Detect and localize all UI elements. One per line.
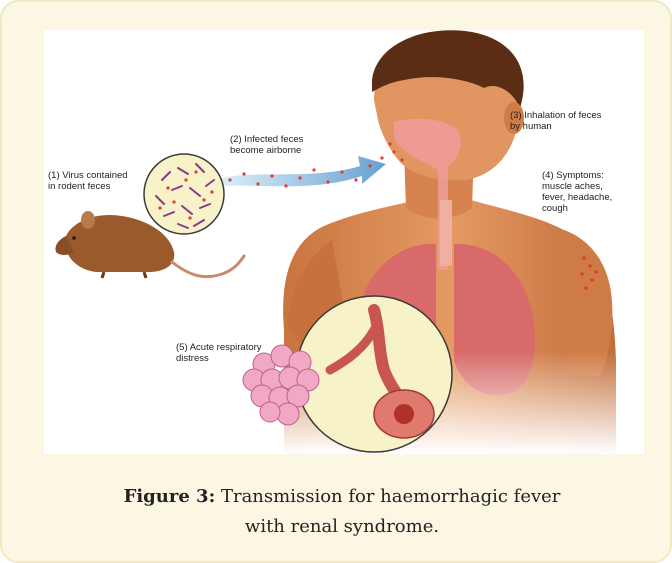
label-feces-airborne: (2) Infected feces become airborne (230, 134, 303, 156)
label-symptoms-heading: (4) Symptoms: (542, 170, 612, 181)
caption-line-1: Figure 3: Transmission for haemorrhagic … (62, 482, 622, 512)
rodent (55, 211, 244, 278)
caption-label: Figure 3: (124, 486, 216, 507)
transmission-illustration: (1) Virus contained in rodent feces (2) … (44, 30, 644, 454)
label-inhalation-line-1: (3) Inhalation of feces (510, 110, 601, 121)
virus-zoom-circle (144, 154, 224, 234)
trachea (440, 200, 452, 266)
label-symptoms-line-1: muscle aches, (542, 181, 612, 192)
label-respiratory-distress: (5) Acute respiratory distress (176, 342, 262, 364)
caption-text-1: Transmission for haemorrhagic fever (221, 486, 560, 507)
caption-text-2: with renal syndrome. (62, 512, 622, 542)
label-symptoms: (4) Symptoms: muscle aches, fever, heada… (542, 170, 612, 214)
label-symptoms-line-3: cough (542, 203, 612, 214)
label-inhalation: (3) Inhalation of feces by human (510, 110, 601, 132)
label-virus-line-1: (1) Virus contained (48, 170, 128, 181)
label-virus-in-feces: (1) Virus contained in rodent feces (48, 170, 128, 192)
lung-zoom-circle (296, 296, 452, 452)
figure-caption: Figure 3: Transmission for haemorrhagic … (62, 482, 622, 542)
label-respiratory-line-1: (5) Acute respiratory (176, 342, 262, 353)
label-inhalation-line-2: by human (510, 121, 601, 132)
label-virus-line-2: in rodent feces (48, 181, 128, 192)
label-symptoms-line-2: fever, headache, (542, 192, 612, 203)
label-airborne-line-2: become airborne (230, 145, 303, 156)
illustration-svg (44, 30, 644, 454)
label-airborne-line-1: (2) Infected feces (230, 134, 303, 145)
label-respiratory-line-2: distress (176, 353, 262, 364)
